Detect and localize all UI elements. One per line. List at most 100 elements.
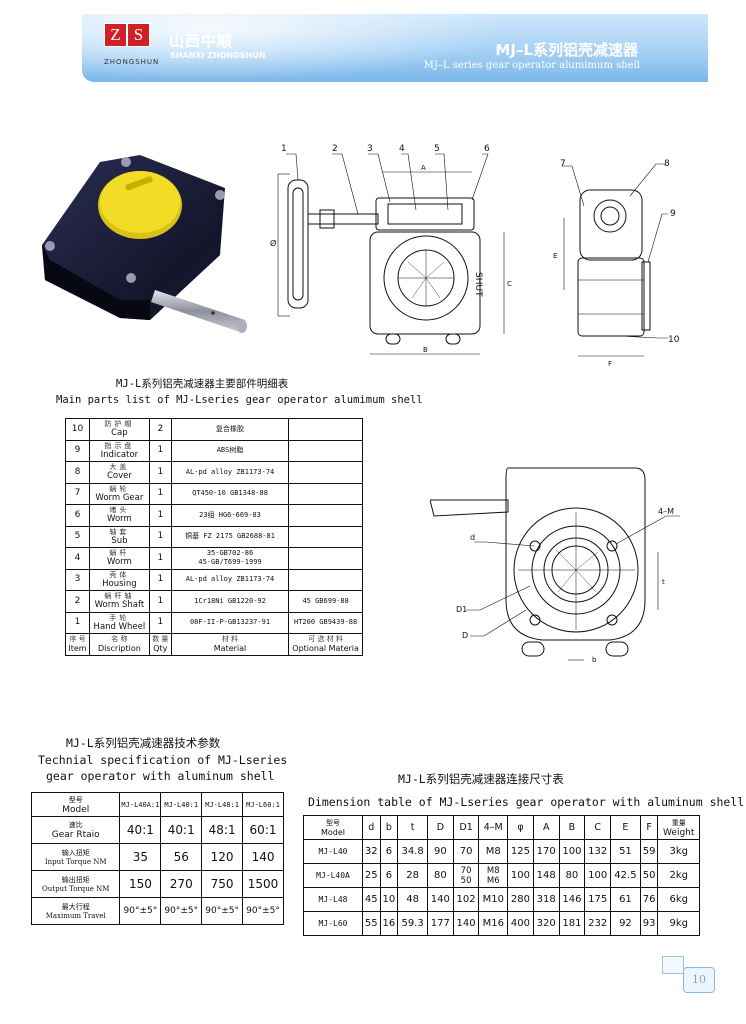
label-9: 9 xyxy=(670,209,676,219)
part-name-en: Hand Wheel xyxy=(93,621,146,632)
dim-column-header: D1 xyxy=(452,815,480,840)
dim-model-name: MJ-L48 xyxy=(303,887,363,912)
part-name-cn: 蜗轮 xyxy=(109,484,130,493)
label-2: 2 xyxy=(332,144,338,154)
company-name-cn: 山西中顺 xyxy=(169,32,234,50)
spec-row-cn: 输出扭矩 xyxy=(61,876,90,884)
part-material: AL-pd alloy ZB1173-74 xyxy=(170,461,290,484)
dim-weight: 9kg xyxy=(657,911,700,936)
spec-row-en: Output Torque NM xyxy=(42,885,110,893)
part-item-no: 6 xyxy=(65,504,90,527)
dim-value: 170 xyxy=(532,839,560,864)
part-optional-material xyxy=(288,504,363,527)
part-name-en: Worm xyxy=(107,514,132,525)
label-b-small: b xyxy=(592,656,597,664)
spec-title-cn: MJ-L系列铝壳减速器技术参数 xyxy=(66,736,221,750)
part-qty: 1 xyxy=(148,504,172,527)
side-view-drawing: 7 8 9 10 E F xyxy=(553,159,680,368)
spec-model-name: MJ-L40:1 xyxy=(160,792,203,817)
spec-value: 90°±5° xyxy=(242,897,284,925)
dim-value: 28 xyxy=(397,863,428,888)
dim-value: 76 xyxy=(639,887,659,912)
dim-value: 175 xyxy=(584,887,612,912)
dim-value: 146 xyxy=(558,887,586,912)
part-qty: 1 xyxy=(148,525,172,548)
dim-column-header: 4–M xyxy=(478,815,509,840)
part-qty: 1 xyxy=(148,547,172,570)
dim-model-name: MJ-L40A xyxy=(303,863,363,888)
part-material: 复合橡胶 xyxy=(170,418,290,441)
dim-value: 90 xyxy=(426,839,454,864)
dim-column-header: D xyxy=(426,815,454,840)
spec-row-cn: 速比 xyxy=(68,821,83,829)
label-a: A xyxy=(421,164,426,172)
dim-model-en: Model xyxy=(320,828,346,837)
dim-value: 34.8 xyxy=(397,839,428,864)
part-item-no: 7 xyxy=(65,482,90,505)
spec-model-name: MJ-L48:1 xyxy=(201,792,244,817)
dim-value: 59.3 xyxy=(397,911,428,936)
part-material: ABS树脂 xyxy=(170,439,290,462)
part-optional-material xyxy=(288,418,363,441)
part-qty: 1 xyxy=(148,568,172,591)
spec-value: 140 xyxy=(242,843,284,871)
spec-value: 90°±5° xyxy=(119,897,162,925)
spec-row-en: Maximum Travel xyxy=(45,912,106,920)
label-shut: SHUT xyxy=(473,272,483,297)
part-item-no: 9 xyxy=(65,439,90,462)
part-optional-material xyxy=(288,547,363,570)
label-4m: 4–M xyxy=(658,507,674,516)
dim-value: 280 xyxy=(507,887,534,912)
part-material: 23组 HG6-669-83 xyxy=(170,504,290,527)
dim-value: 45 xyxy=(362,887,381,912)
label-7: 7 xyxy=(560,159,566,169)
part-name-cn: 防护帽 xyxy=(104,420,135,429)
part-optional-material xyxy=(288,568,363,591)
dim-value: 70 50 xyxy=(452,863,480,888)
dim-weight: 3kg xyxy=(657,839,700,864)
spec-row-cn: 最大行程 xyxy=(61,903,90,911)
logo-letter-z: Z xyxy=(104,23,127,47)
label-4: 4 xyxy=(399,144,405,154)
dim-value: 140 xyxy=(426,887,454,912)
part-name-cn: 蜗杆 xyxy=(109,549,130,558)
dim-value: 400 xyxy=(507,911,534,936)
dim-value: 92 xyxy=(610,911,641,936)
dim-value: 177 xyxy=(426,911,454,936)
spec-model-name: MJ-L60:1 xyxy=(242,792,284,817)
part-optional-material xyxy=(288,525,363,548)
dim-column-header: A xyxy=(532,815,560,840)
part-material: 08F-II-P-GB13237-91 xyxy=(170,611,290,634)
dim-value: 100 xyxy=(584,863,612,888)
part-name-en: Worm xyxy=(107,557,132,568)
part-item-no: 5 xyxy=(65,525,90,548)
dim-value: 318 xyxy=(532,887,560,912)
part-name-en: Sub xyxy=(111,535,128,546)
product-photo xyxy=(42,155,247,333)
label-d1: D1 xyxy=(456,605,467,614)
dim-column-header: d xyxy=(362,815,381,840)
parts-header-cn: 可 选 材 料 xyxy=(308,635,343,644)
dim-value: 80 xyxy=(558,863,586,888)
logo-caption: ZHONGSHUN xyxy=(104,58,160,66)
dim-value: 42.5 xyxy=(610,863,641,888)
